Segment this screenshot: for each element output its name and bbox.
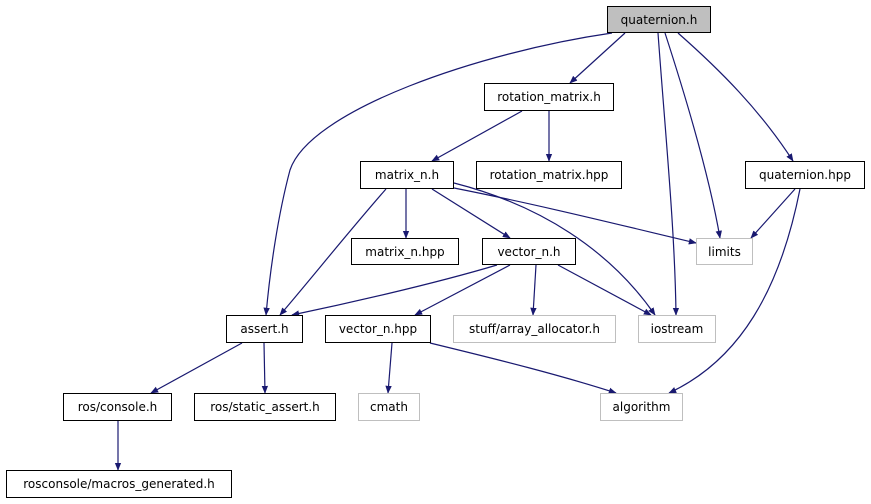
node-vector-n-hpp[interactable]: vector_n.hpp — [325, 315, 431, 343]
edge-rotation-matrix-h-to-matrix-n-h — [431, 110, 523, 162]
edge-matrix-n-h-to-vector-n-h — [431, 188, 511, 239]
edge-quaternion-h-to-assert-h — [263, 32, 613, 316]
edge-quaternion-hpp-to-algorithm — [668, 188, 801, 394]
node-limits[interactable]: limits — [696, 238, 753, 265]
node-ros-console-h[interactable]: ros/console.h — [63, 393, 172, 421]
node-rotation-matrix-hpp[interactable]: rotation_matrix.hpp — [476, 161, 622, 189]
node-matrix-n-h[interactable]: matrix_n.h — [360, 161, 454, 189]
node-ros-static-assert-h[interactable]: ros/static_assert.h — [194, 393, 336, 421]
node-rosconsole-macros-generated-h[interactable]: rosconsole/macros_generated.h — [6, 470, 232, 498]
edge-assert-h-to-ros-static-assert-h — [261, 342, 269, 394]
edge-quaternion-hpp-to-limits — [750, 188, 796, 239]
edge-matrix-n-h-to-iostream — [453, 182, 656, 316]
edge-quaternion-h-to-rotation-matrix-h — [569, 32, 626, 84]
node-stuff-array-allocator-h[interactable]: stuff/array_allocator.h — [453, 315, 616, 343]
node-quaternion-hpp[interactable]: quaternion.hpp — [745, 161, 865, 189]
edge-vector-n-h-to-vector-n-hpp — [414, 264, 511, 316]
edge-vector-n-h-to-assert-h — [291, 264, 498, 317]
edge-vector-n-h-to-iostream — [557, 264, 652, 316]
edge-assert-h-to-ros-console-h — [150, 342, 243, 394]
edge-vector-n-hpp-to-cmath — [385, 342, 393, 394]
node-cmath[interactable]: cmath — [358, 393, 420, 421]
node-algorithm[interactable]: algorithm — [600, 393, 683, 421]
edge-quaternion-h-to-quaternion-hpp — [677, 32, 794, 162]
edge-matrix-n-h-to-limits — [453, 187, 697, 245]
node-assert-h[interactable]: assert.h — [226, 315, 303, 343]
node-iostream[interactable]: iostream — [638, 315, 716, 343]
edge-vector-n-h-to-array-allocator-h — [530, 264, 537, 316]
node-matrix-n-hpp[interactable]: matrix_n.hpp — [351, 238, 459, 265]
edge-quaternion-h-to-limits — [664, 32, 722, 239]
node-quaternion-h[interactable]: quaternion.h — [607, 6, 711, 33]
node-rotation-matrix-h[interactable]: rotation_matrix.h — [484, 83, 614, 111]
edge-quaternion-h-to-iostream — [657, 32, 680, 316]
node-vector-n-h[interactable]: vector_n.h — [482, 238, 576, 265]
edge-vector-n-hpp-to-algorithm — [429, 342, 617, 394]
edge-matrix-n-h-to-assert-h — [279, 188, 387, 316]
